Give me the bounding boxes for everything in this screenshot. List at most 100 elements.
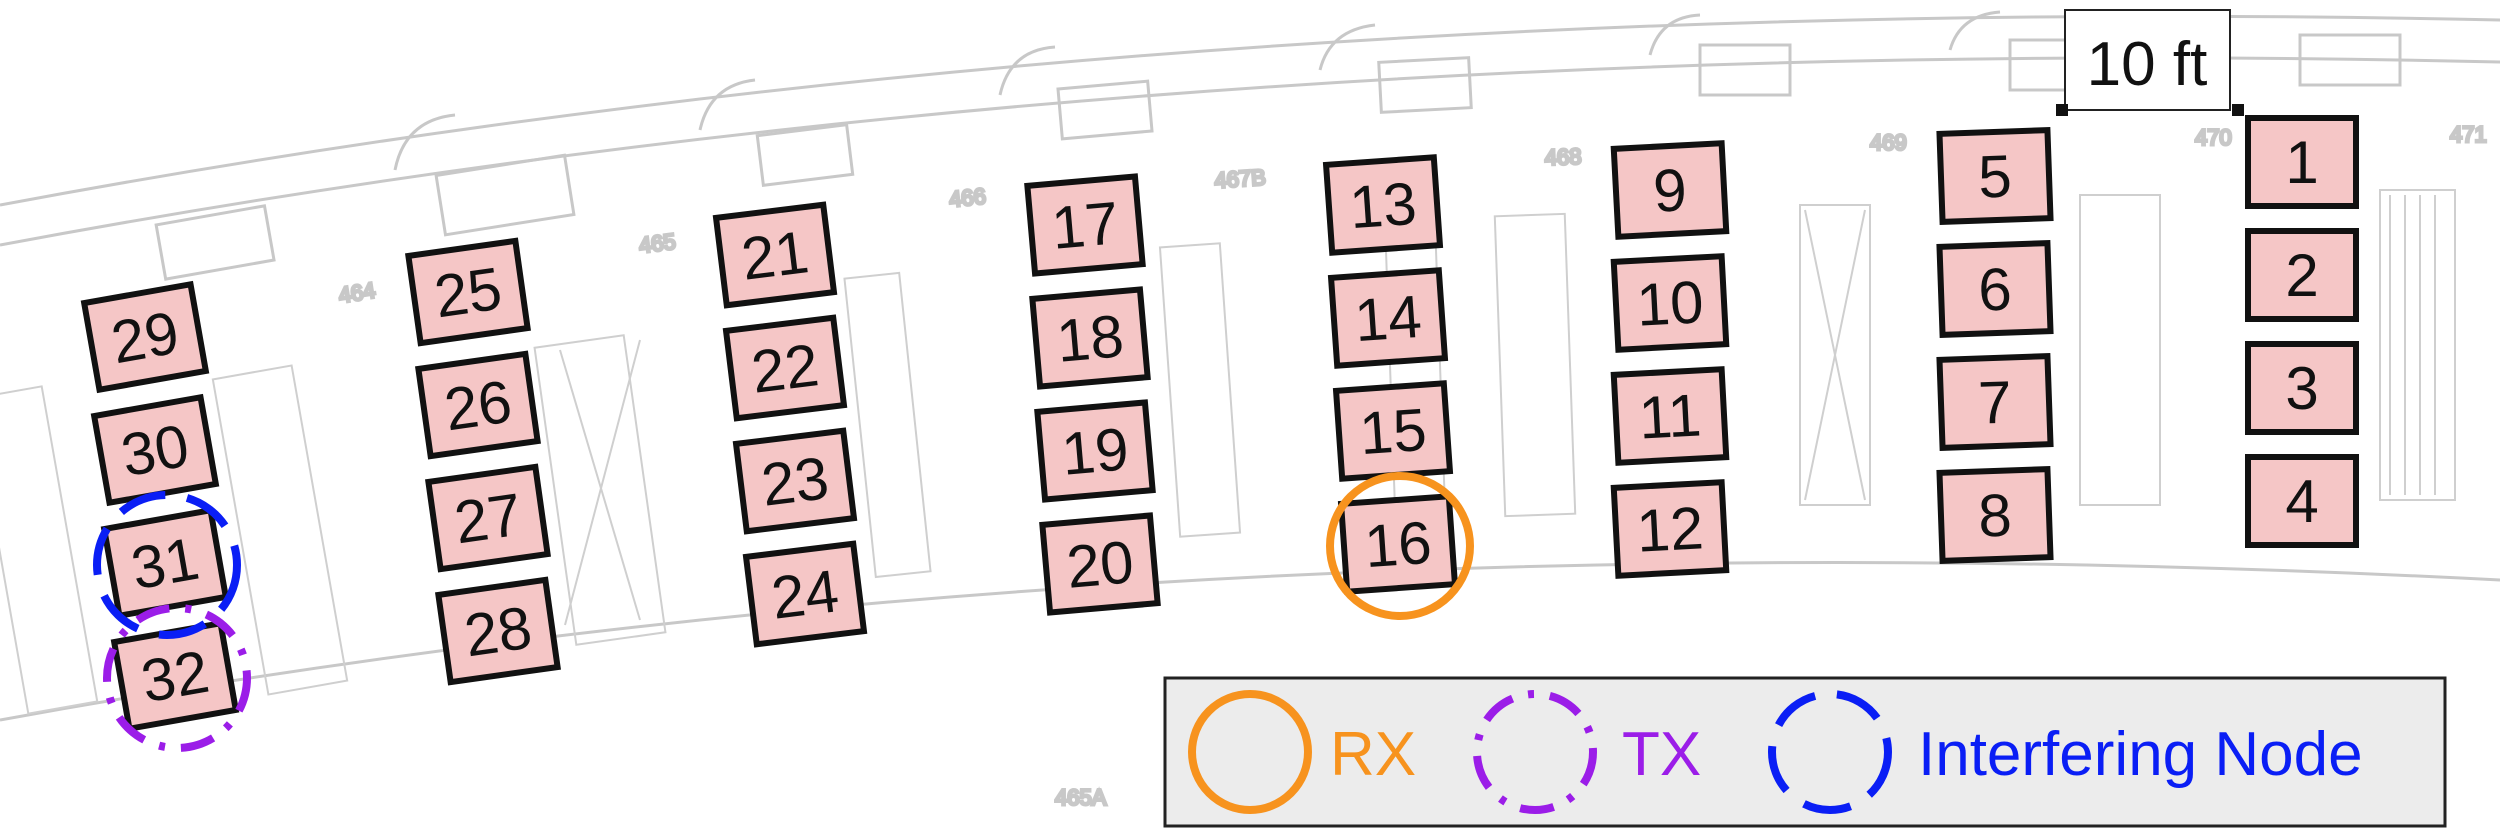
node-29: 29	[80, 280, 210, 394]
rx-node-marker	[1326, 472, 1474, 620]
node-box	[742, 540, 868, 648]
node-label: 3	[2285, 355, 2318, 422]
node-box	[1327, 267, 1449, 369]
node-box	[425, 463, 551, 573]
node-9: 9	[1610, 140, 1730, 240]
node-box	[2245, 228, 2359, 322]
node-6: 6	[1936, 240, 2054, 338]
node-box	[1610, 479, 1730, 579]
node-10: 10	[1610, 253, 1730, 353]
node-1: 1	[2245, 115, 2359, 209]
node-8: 8	[1936, 466, 2054, 564]
door-arc	[998, 45, 1056, 96]
node-17: 17	[1024, 173, 1146, 277]
node-box	[1322, 154, 1444, 256]
room-label: 464	[337, 278, 377, 308]
node-label: 7	[1977, 368, 2013, 436]
floor-plan-background: 464 465 466 467B 468 469 470 471 465A	[0, 10, 2500, 812]
node-5: 5	[1936, 127, 2054, 225]
node-label: 1	[2285, 129, 2318, 196]
node-label: 29	[106, 299, 183, 377]
node-box	[732, 427, 858, 535]
node-label: 21	[738, 218, 812, 293]
node-label: 28	[460, 594, 535, 670]
node-label: 18	[1054, 302, 1126, 375]
scale-bar-label: 10 ft	[2087, 30, 2208, 99]
interfering-node-marker	[93, 491, 241, 639]
scale-bar: 10 ft	[2056, 9, 2244, 116]
scale-bar-end-left	[2056, 104, 2068, 116]
door-arc	[393, 113, 456, 171]
legend-interfering-label: Interfering Node	[1918, 720, 2363, 789]
node-box	[1936, 240, 2054, 338]
node-box	[1936, 353, 2054, 451]
node-12: 12	[1610, 479, 1730, 579]
node-label: 9	[1652, 156, 1689, 225]
room-label: 466	[948, 183, 987, 212]
furniture-block	[755, 123, 855, 187]
node-20: 20	[1039, 512, 1161, 616]
node-label: 14	[1352, 283, 1423, 354]
room-label: 471	[2450, 122, 2487, 147]
node-box	[712, 201, 838, 309]
furniture-block	[434, 153, 576, 237]
node-22: 22	[722, 314, 848, 422]
node-32: 32	[110, 619, 240, 733]
tx-node-marker	[103, 604, 251, 752]
node-label: 16	[1362, 509, 1433, 580]
room-label: 467B	[1214, 164, 1267, 193]
node-box	[2245, 454, 2359, 548]
node-box	[415, 350, 541, 460]
node-31: 31	[100, 506, 230, 620]
node-label: 6	[1977, 255, 2013, 323]
node-box	[1024, 173, 1146, 277]
node-label: 30	[116, 412, 193, 490]
node-11: 11	[1610, 366, 1730, 466]
room-label: 469	[1870, 130, 1907, 155]
node-label: 10	[1635, 268, 1705, 338]
furniture-block	[1056, 79, 1154, 141]
legend-rx-label: RX	[1330, 720, 1416, 789]
node-30: 30	[90, 393, 220, 507]
node-7: 7	[1936, 353, 2054, 451]
furniture-block	[1377, 56, 1473, 114]
scale-bar-end-right	[2232, 104, 2244, 116]
node-box	[1936, 127, 2054, 225]
node-box	[1936, 466, 2054, 564]
node-label: 26	[440, 368, 515, 444]
node-box	[1610, 140, 1730, 240]
node-box	[2245, 115, 2359, 209]
role-markers	[93, 472, 1474, 752]
legend-tx-label: TX	[1622, 720, 1701, 789]
node-box	[100, 506, 230, 620]
furniture-block	[1698, 43, 1792, 97]
node-26: 26	[415, 350, 541, 460]
node-23: 23	[732, 427, 858, 535]
node-box	[405, 237, 531, 347]
node-grid: 1234567891011121314151617181920212223242…	[80, 115, 2359, 733]
node-14: 14	[1327, 267, 1449, 369]
node-label: 19	[1059, 415, 1131, 488]
node-16: 16	[1337, 493, 1459, 595]
node-box	[80, 280, 210, 394]
node-label: 8	[1977, 481, 2013, 549]
node-2: 2	[2245, 228, 2359, 322]
legend-tx-marker	[1473, 690, 1597, 814]
door-arc	[1648, 13, 1701, 56]
node-label: 31	[126, 525, 203, 603]
node-label: 12	[1635, 494, 1705, 564]
node-label: 5	[1977, 142, 2013, 210]
door-arc	[698, 78, 756, 131]
node-label: 22	[748, 331, 822, 406]
node-25: 25	[405, 237, 531, 347]
legend-interfering-marker	[1768, 690, 1892, 814]
door-arc	[1318, 23, 1376, 71]
node-box	[1034, 399, 1156, 503]
furniture-block	[2298, 33, 2402, 87]
node-box	[1337, 493, 1459, 595]
node-label: 32	[136, 638, 213, 716]
furniture-block	[154, 204, 276, 281]
node-label: 25	[430, 255, 505, 331]
node-box	[435, 576, 561, 686]
node-label: 23	[758, 444, 832, 519]
